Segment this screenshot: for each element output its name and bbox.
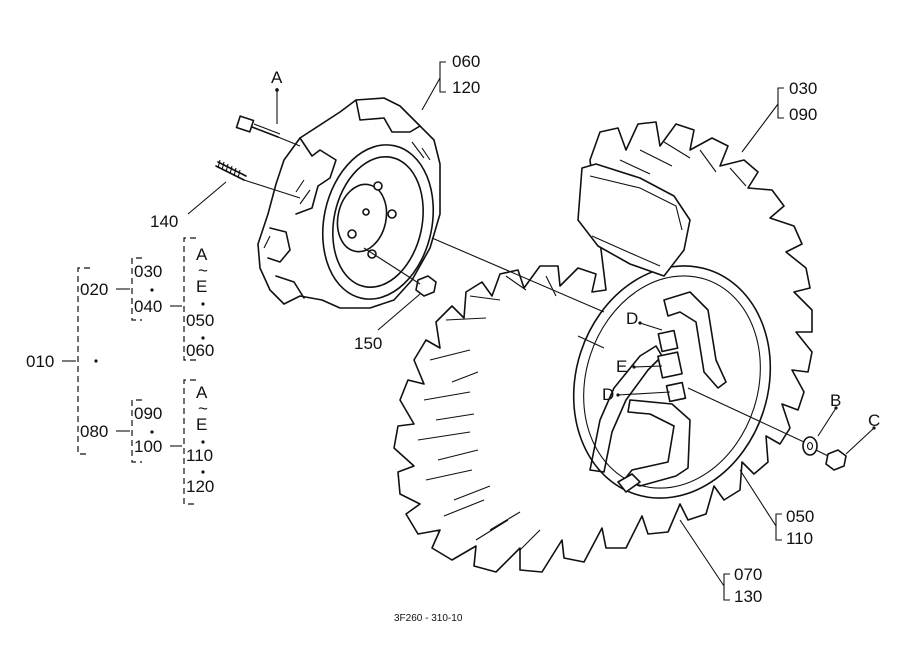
tree-080-bracket (131, 399, 142, 463)
callout-labels: A 060 120 030 090 140 150 050 110 070 13… (150, 52, 880, 606)
stud-140 (215, 159, 247, 181)
label-c: C (868, 411, 880, 430)
tread-grooves (417, 275, 557, 551)
nut-c-body (825, 449, 847, 471)
tree-020: 020 (80, 280, 108, 299)
tree-040: 040 (134, 297, 162, 316)
tree-root-010: 010 (26, 352, 54, 371)
tree-080: 080 (80, 422, 108, 441)
nut-c (825, 449, 847, 471)
label-070: 070 (734, 565, 762, 584)
hub-flange-inner (332, 155, 424, 289)
tree-lower-tilde: ~ (198, 399, 208, 418)
tree-root-bracket (77, 267, 90, 455)
part-tree: 010 020 030 040 A ~ E 050 060 080 090 10… (26, 237, 214, 505)
label-110-bottom: 110 (786, 529, 813, 548)
bolt-a (235, 115, 281, 138)
rim-spoke-upper (663, 291, 727, 389)
tree-upper-tilde: ~ (198, 261, 208, 280)
label-090-top: 090 (789, 105, 817, 124)
label-b: B (830, 391, 841, 410)
bolt-a-head (235, 115, 255, 133)
label-150: 150 (354, 334, 382, 353)
hub-center-bore (336, 183, 388, 253)
rim-clamp-e (657, 351, 683, 379)
hub-side-lug (295, 137, 337, 215)
hub-shading (263, 141, 431, 249)
label-e: E (616, 357, 627, 376)
bolt-a-shank-edge (253, 123, 281, 135)
tire-upper-section (577, 163, 691, 277)
bolt-a-shank (251, 126, 279, 138)
hub-lower-lug (267, 227, 291, 263)
leader-lines (187, 61, 876, 601)
tree-lower-120: 120 (186, 477, 214, 496)
label-130: 130 (734, 587, 762, 606)
hub-bolt-hole-4 (387, 209, 397, 219)
tire-inner-ring (572, 265, 772, 499)
hub-bolt-hole-2 (347, 229, 357, 239)
label-d-upper: D (626, 309, 638, 328)
rim-clamp-d-upper (657, 329, 679, 353)
tree-upper-e: E (196, 277, 207, 296)
nut-150-body (415, 275, 437, 297)
tree-030: 030 (134, 262, 162, 281)
rim-valve (617, 473, 641, 493)
tree-upper-050: 050 (186, 311, 214, 330)
hub-flange (321, 144, 435, 300)
nut-150 (415, 275, 437, 297)
label-140: 140 (150, 212, 178, 231)
tree-upper-a: A (196, 245, 208, 264)
washer-b-hole (806, 441, 814, 451)
tree-090: 090 (134, 404, 162, 423)
tree-lower-a: A (196, 383, 208, 402)
washer-b-ring (802, 436, 818, 456)
tree-lower-110: 110 (186, 446, 213, 465)
label-d-lower: D (602, 385, 614, 404)
wheel-rim (589, 291, 727, 493)
tree-lower-e: E (196, 415, 207, 434)
hub-bolt-hole-1 (373, 181, 383, 191)
drawing-code: 3F260 - 310-10 (394, 613, 463, 624)
assembly-lines (243, 136, 829, 457)
stud-140-thread (217, 159, 241, 179)
tree-upper-060: 060 (186, 341, 214, 360)
wheel-hub (257, 97, 441, 309)
rim-clamp-d-lower (665, 381, 687, 403)
label-050-bottom: 050 (786, 507, 814, 526)
label-a: A (271, 68, 283, 87)
tree-100: 100 (134, 437, 162, 456)
hub-foot (275, 275, 305, 299)
tree-020-bracket (131, 257, 142, 321)
label-030-top: 030 (789, 79, 817, 98)
tree-lower-bracket (183, 379, 196, 505)
tree-upper-bracket (183, 237, 196, 361)
tire-upper-lugs (619, 141, 747, 187)
tire-upper-detail (589, 175, 683, 267)
label-120-top: 120 (452, 78, 480, 97)
hub-bolt-hole-5 (362, 208, 370, 216)
washer-b (802, 436, 818, 456)
label-060: 060 (452, 52, 480, 71)
hub-top-lug (355, 99, 421, 133)
